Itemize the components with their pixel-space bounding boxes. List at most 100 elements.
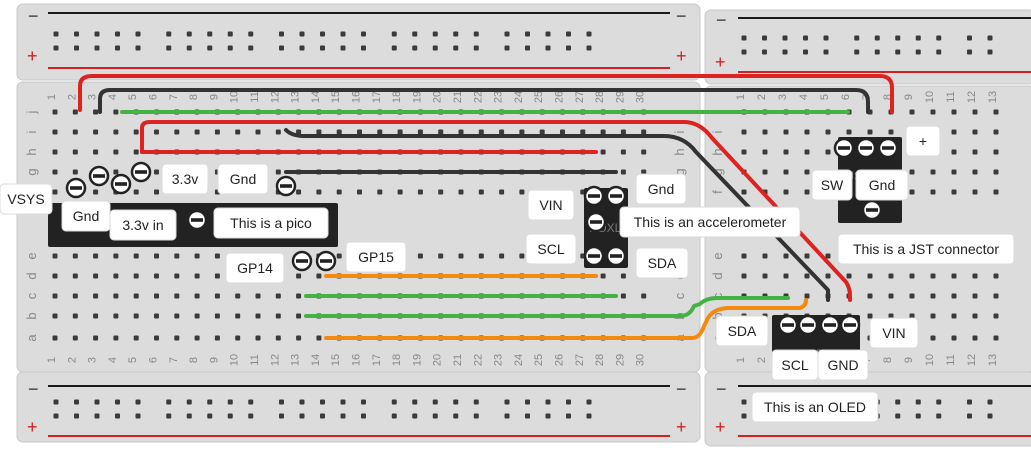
column-number-top: 27 — [574, 91, 586, 103]
terminal-hole — [93, 189, 99, 195]
rail-hole — [74, 399, 79, 405]
v33-pin[interactable] — [130, 161, 152, 183]
terminal-hole — [930, 189, 936, 195]
label-gnd-accel: Gnd — [635, 173, 687, 205]
column-number-top: 1 — [46, 94, 58, 100]
terminal-hole — [377, 189, 383, 195]
sda-oled-pin[interactable] — [777, 314, 799, 336]
terminal-hole — [741, 253, 747, 259]
terminal-hole — [154, 189, 159, 195]
terminal-hole — [783, 169, 789, 175]
right-top-rail — [704, 9, 1031, 85]
terminal-hole — [93, 335, 99, 341]
terminal-hole — [296, 129, 302, 135]
green-wire-long — [304, 296, 790, 318]
rail-hole — [586, 413, 592, 419]
rail-hole — [987, 413, 993, 419]
scl-accel-pin[interactable] — [583, 245, 605, 267]
terminal-hole — [993, 189, 999, 195]
rail-hole — [391, 31, 397, 37]
column-number-top: 29 — [614, 91, 626, 103]
terminal-hole — [133, 273, 139, 279]
label-bg — [837, 233, 1015, 265]
terminal-hole — [113, 149, 119, 155]
rail-hole — [186, 399, 192, 405]
terminal-hole — [133, 189, 139, 195]
terminal-hole — [888, 273, 894, 279]
column-number-bottom: 15 — [330, 354, 342, 366]
rail-hole — [987, 399, 993, 405]
label-bg — [217, 163, 269, 195]
column-number-top: 23 — [493, 91, 505, 103]
gp14-pin[interactable] — [291, 250, 313, 272]
rail-hole — [895, 413, 901, 419]
terminal-hole — [316, 273, 322, 279]
pico-pin[interactable] — [186, 209, 208, 231]
terminal-hole — [641, 293, 647, 299]
vin-oled-pin[interactable] — [839, 314, 861, 336]
gnd-oled-pin[interactable] — [819, 314, 841, 336]
column-number-top: 9 — [903, 94, 915, 100]
rail-hole — [741, 413, 747, 419]
label-text: Gnd — [648, 181, 674, 197]
row-letter: j — [24, 110, 39, 114]
terminal-hole — [275, 169, 281, 175]
gnd-accel-pin[interactable] — [605, 185, 627, 207]
terminal-hole — [888, 293, 894, 299]
accel-center-pin[interactable] — [585, 211, 607, 233]
terminal-hole — [154, 273, 159, 279]
rail-hole — [227, 413, 233, 419]
column-number-bottom: 1 — [735, 357, 747, 363]
sda-accel-pin[interactable] — [605, 245, 627, 267]
column-number-bottom: 2 — [66, 357, 78, 363]
rail-hole — [823, 49, 829, 55]
wires — [78, 74, 894, 340]
column-number-top: 2 — [66, 94, 78, 100]
terminal-hole — [174, 335, 180, 341]
column-number-bottom: 12 — [966, 354, 978, 366]
jst-gnd-pin[interactable] — [855, 137, 877, 159]
terminal-hole — [357, 129, 362, 135]
row-letter: b — [24, 312, 39, 319]
label-text: GP15 — [358, 249, 394, 265]
jst-plus-pin[interactable] — [877, 137, 899, 159]
gnd-pico-pin[interactable] — [88, 165, 110, 187]
v33in-pin[interactable] — [110, 173, 132, 195]
terminal-hole — [804, 149, 810, 155]
terminal-hole — [972, 169, 978, 175]
gp15-pin[interactable] — [315, 250, 337, 272]
label-text: SDA — [728, 323, 757, 339]
top-minus-symbol: − — [28, 6, 39, 26]
column-number-top: 11 — [249, 91, 261, 102]
rail-hole — [762, 35, 767, 41]
column-number-top: 13 — [987, 91, 999, 103]
jst-center-pin[interactable] — [861, 199, 883, 221]
row-letter: h — [24, 148, 39, 155]
terminal-hole — [972, 293, 978, 299]
rail-hole — [895, 35, 901, 41]
sw-pin[interactable] — [833, 137, 855, 159]
rail-hole — [279, 413, 284, 419]
minus-icon — [93, 174, 105, 178]
rail-hole — [412, 45, 418, 51]
terminal-hole — [951, 129, 957, 135]
scl-oled-pin[interactable] — [797, 314, 819, 336]
gnd-top-pin[interactable] — [275, 175, 297, 197]
terminal-hole — [972, 109, 978, 115]
label-gp14: GP14 — [225, 252, 285, 284]
vin-accel-pin[interactable] — [583, 185, 605, 207]
label-oled: This is an OLED — [751, 391, 879, 423]
rail-hole — [94, 45, 100, 51]
rail-hole — [391, 399, 397, 405]
rail-hole — [936, 35, 942, 41]
terminal-hole — [951, 189, 957, 195]
minus-icon — [296, 259, 308, 263]
terminal-hole — [438, 129, 444, 135]
terminal-hole — [235, 293, 241, 299]
terminal-hole — [72, 169, 78, 175]
rail-hole — [453, 413, 459, 419]
terminal-hole — [174, 253, 180, 259]
column-number-top: 28 — [594, 91, 606, 103]
vsys-pin[interactable] — [65, 177, 87, 199]
column-number-top: 16 — [351, 91, 363, 103]
